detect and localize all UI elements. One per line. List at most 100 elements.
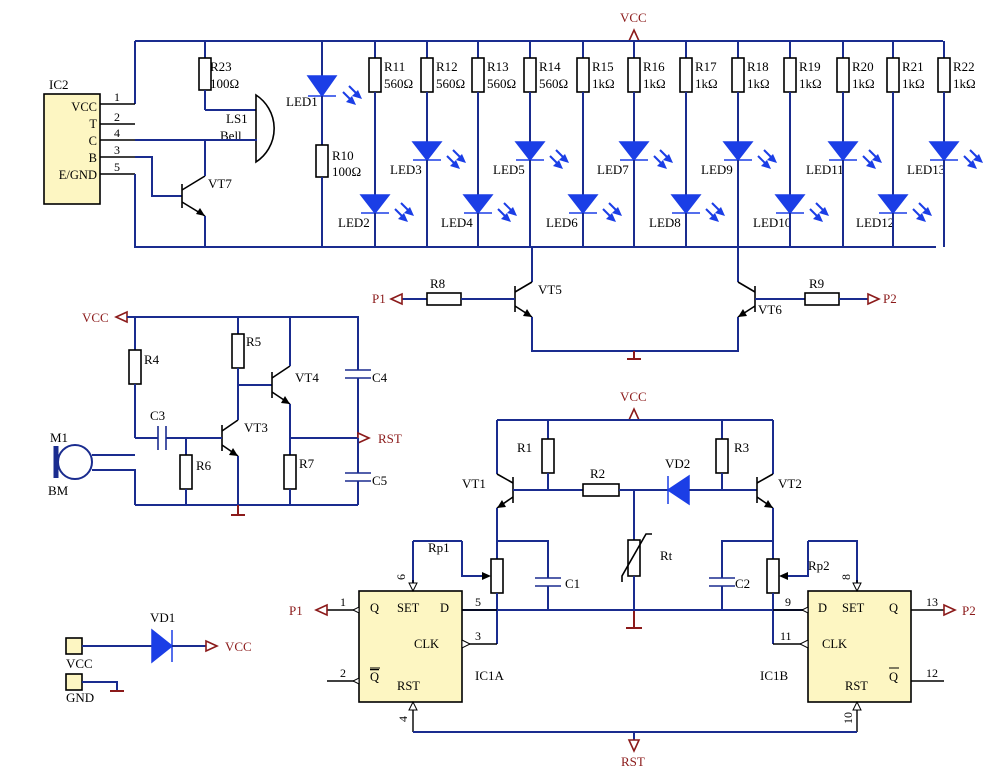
c3-label: C3 [150,408,165,423]
r17-label: R17 [695,59,717,74]
r10-label: R10 [332,148,354,163]
vcc-label-bridge: VCC [620,389,647,404]
gnd-pad-label: GND [66,690,94,705]
port-p1-top: P1 [372,291,403,306]
port-p2-bottom: P2 [943,603,976,618]
r7-label: R7 [299,456,315,471]
vcc-label-top: VCC [620,10,647,25]
ls1-label: LS1 [226,111,248,126]
r11-label: R11 [384,59,405,74]
ic1b-pin9: 9 [785,595,791,609]
vt2-label: VT2 [778,476,802,491]
diode-vd1: VD1 [150,610,175,664]
resistor-r6 [179,454,193,490]
rst-label-bottom: RST [621,754,645,769]
m1-label: M1 [50,430,68,445]
vt7-label: VT7 [208,176,232,191]
resistor-r15 [576,57,590,93]
led1-label: LED1 [286,94,318,109]
r18-value: 1kΩ [747,76,770,91]
ic1b-pin11: 11 [780,629,792,643]
r11-value: 560Ω [384,76,413,91]
r14-label: R14 [539,59,561,74]
r22-value: 1kΩ [953,76,976,91]
led-led10 [774,194,806,215]
ic2-pin-c: C [89,134,97,148]
led-led9 [722,141,754,162]
led8-label: LED8 [649,215,681,230]
ground-bridge [626,610,642,629]
resistor-r20 [836,57,850,93]
r5-label: R5 [246,334,261,349]
ic1b-pin13: 13 [926,595,938,609]
ic2-module: IC2 VCC T C B E/GND 1 2 4 3 5 [43,77,135,205]
ic1b-qbar: Q [889,670,898,684]
ic1a-rst: RST [397,679,420,693]
r23-label: R23 [210,59,232,74]
port-p1-bottom: P1 [289,603,328,618]
resistor-r7 [283,454,297,490]
resistor-r10 [315,144,329,178]
transistor-vt4: VT4 [271,365,319,405]
r12-value: 560Ω [436,76,465,91]
r19-value: 1kΩ [799,76,822,91]
ground-mic [231,505,245,516]
led13-label: LED13 [907,162,945,177]
port-p2-top: P2 [867,291,897,306]
vt3-label: VT3 [244,420,268,435]
potentiometer-rp2 [766,558,780,594]
rt-label: Rt [660,548,673,563]
resistor-r4 [128,349,142,385]
vd1-label: VD1 [150,610,175,625]
ic1b-pin12: 12 [926,666,938,680]
p1-label-top: P1 [372,291,386,306]
transistor-vt5: VT5 [514,281,562,318]
diode-vd2: VD2 [665,456,690,506]
resistor-r2 [582,483,620,497]
r21-label: R21 [902,59,924,74]
ic2-pin-b: B [89,151,97,165]
led5-label: LED5 [493,162,525,177]
r13-label: R13 [487,59,509,74]
ic2-label: IC2 [49,77,69,92]
ic1a-qbar: Q [370,670,379,684]
ic1a-q: Q [370,601,379,615]
r22-label: R22 [953,59,975,74]
vcc-port-top: VCC [620,10,647,42]
led-led6 [567,194,599,215]
led-led13 [928,141,960,162]
r2-label: R2 [590,466,605,481]
ic2-pin-egnd: E/GND [59,168,97,182]
transistor-vt2: VT2 [756,473,802,509]
resistor-r14 [523,57,537,93]
r8-label: R8 [430,276,445,291]
led-led12 [877,194,909,215]
led-led4 [462,194,494,215]
vcc-label-mic: VCC [82,310,109,325]
r13-value: 560Ω [487,76,516,91]
led-array: R11560ΩLED2R12560ΩLED3R13560ΩLED4R14560Ω… [338,41,983,247]
ic1b-q: Q [889,601,898,615]
led-led7 [618,141,650,162]
led-led2 [359,194,391,215]
resistor-r5 [231,333,245,369]
c2-label: C2 [735,576,750,591]
p2-label-bottom: P2 [962,603,976,618]
ic1a-d: D [440,601,449,615]
potentiometer-rp1 [490,558,504,594]
led7-label: LED7 [597,162,629,177]
resistor-r8 [426,292,462,306]
resistor-r17 [679,57,693,93]
vcc-label-supply: VCC [225,639,252,654]
port-vcc-supply: VCC [205,639,252,654]
vcc-pad [65,637,83,655]
led11-label: LED11 [806,162,844,177]
transistor-vt7: VT7 [181,175,232,217]
ic1b-d: D [818,601,827,615]
vcc-port-bridge: VCC [620,389,647,421]
r16-label: R16 [643,59,665,74]
resistor-r13 [471,57,485,93]
led12-label: LED12 [856,215,894,230]
led3-label: LED3 [390,162,422,177]
r15-value: 1kΩ [592,76,615,91]
